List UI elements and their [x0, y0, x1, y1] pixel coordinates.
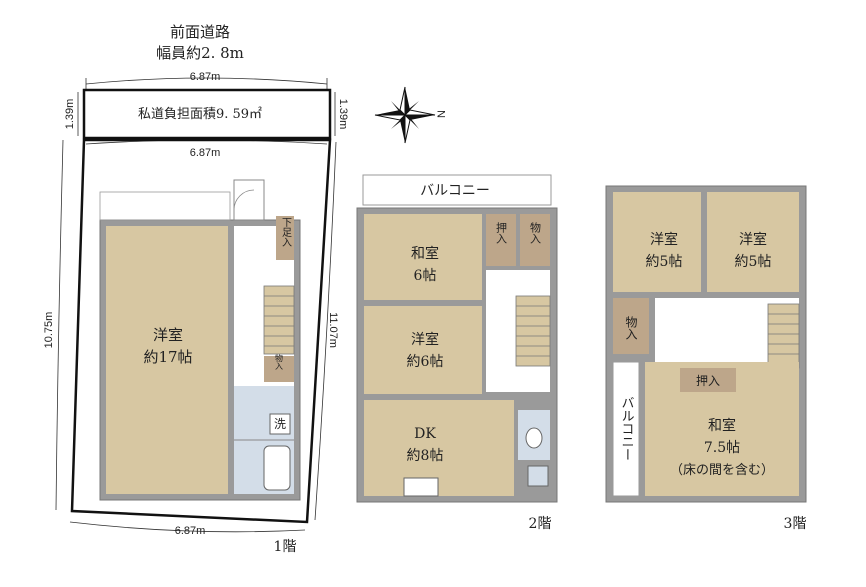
- floor2-room-tatami: [364, 214, 482, 300]
- floor3-monoire: [613, 298, 649, 354]
- floor2-balcony-label: バルコニー: [420, 183, 490, 199]
- floor3-room3-name: 和室: [708, 417, 736, 434]
- private-road-label: 私道負担面積9. 59㎡: [138, 107, 262, 122]
- floor2-room3-size: 約8帖: [407, 448, 444, 464]
- floor3-balcony: [612, 361, 640, 497]
- floor2-room3-name: DK: [414, 426, 436, 442]
- floor2-plan: [356, 174, 558, 503]
- road-title: 前面道路: [170, 23, 230, 41]
- left-depth-label: 10.75m: [43, 312, 55, 349]
- floor3-room-western1: [613, 192, 701, 292]
- right-depth-label: 11.07m: [327, 312, 339, 348]
- private-road: [82, 88, 332, 140]
- floor3-room2-name: 洋室: [739, 231, 767, 248]
- floor3-stairs: [767, 303, 800, 369]
- floor2-stairs: [515, 295, 551, 367]
- floor2-room-western: [364, 306, 482, 394]
- floor3-monoire-label: 物入: [624, 316, 638, 340]
- floor3-room1-name: 洋室: [650, 231, 678, 248]
- floor2-room1-name: 和室: [411, 245, 439, 262]
- floor1-room-name: 洋室: [153, 326, 183, 344]
- bottom-width-label: 6.87m: [175, 525, 206, 537]
- floor3-room3-size: 7.5帖: [704, 440, 740, 456]
- floor2-room2-name: 洋室: [411, 331, 439, 348]
- floor1-room-western: [106, 226, 228, 494]
- floor3-oshiire: [680, 368, 736, 392]
- floor1-room-size: 約17帖: [143, 348, 192, 366]
- floor2-room1-size: 6帖: [414, 268, 437, 284]
- floor1-stairs: [263, 285, 295, 355]
- floor2-room-dk: [364, 400, 514, 496]
- floor1-plan: [70, 138, 332, 524]
- floor1-label: 1階: [274, 539, 297, 555]
- floor1-storage: [264, 356, 294, 382]
- floor2-label: 2階: [529, 516, 552, 532]
- floor3-room-western2: [707, 192, 799, 292]
- floor1-washer-label: 洗: [274, 417, 286, 431]
- floor3-room1-size: 約5帖: [646, 254, 683, 270]
- top-dimension: [85, 77, 328, 90]
- floor3-room2-size: 約5帖: [735, 254, 772, 270]
- floor1-storage-label: 物入: [275, 353, 284, 370]
- floor3-balcony-label: バルコニー: [619, 396, 635, 461]
- floor2-monoire-label: 物入: [529, 221, 542, 244]
- floor2-balcony: [362, 174, 552, 206]
- private-left-label: 1.39m: [64, 99, 76, 130]
- floor2-oshiire-label: 押入: [495, 221, 508, 244]
- road-width: 幅員約2. 8m: [156, 44, 244, 62]
- floor2-room2-size: 約6帖: [407, 354, 444, 370]
- compass-icon: [374, 86, 436, 144]
- private-right-label: 1.39m: [337, 99, 349, 130]
- floor3-label: 3階: [784, 516, 807, 532]
- compass-letter: N: [436, 110, 448, 118]
- floor2-monoire: [520, 214, 550, 266]
- floor3-oshiire-label: 押入: [696, 374, 720, 388]
- private-width-label: 6.87m: [190, 147, 221, 159]
- floor3-plan: [605, 185, 807, 503]
- floor3-room3-note: （床の間を含む）: [670, 462, 774, 478]
- floor2-oshiire: [486, 214, 516, 266]
- top-width-label: 6.87m: [190, 71, 221, 83]
- floor1-shoe-closet-label: 下足入: [280, 217, 292, 247]
- floor1-shoe-closet: [276, 216, 294, 260]
